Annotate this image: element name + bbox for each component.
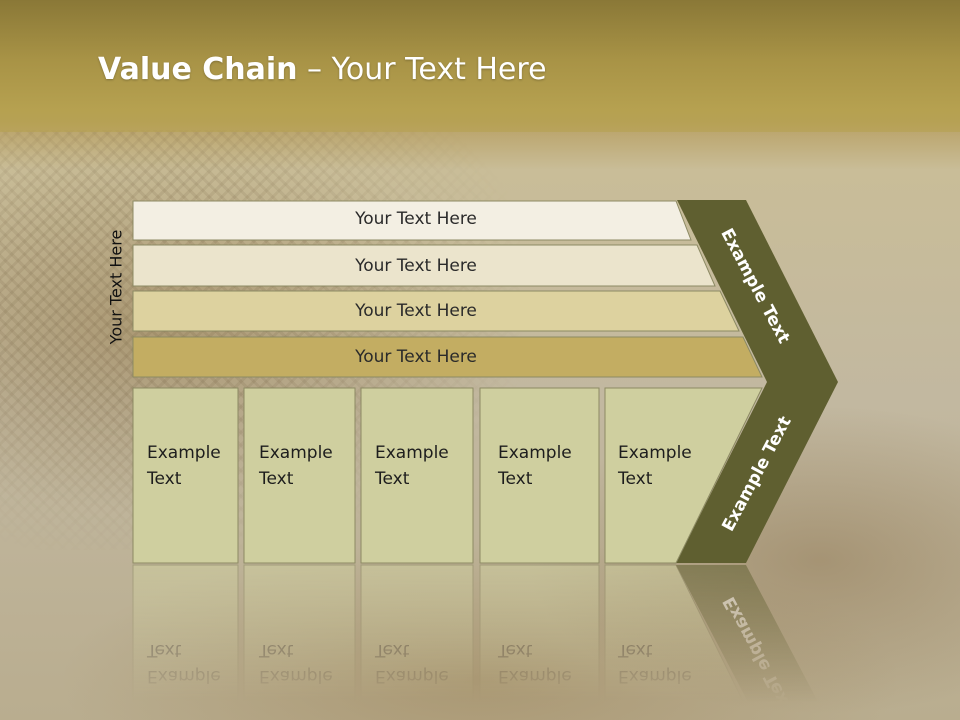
column-box-5 <box>604 387 763 564</box>
diagram-reflection: Example Text Example Text Example Text E… <box>132 564 828 720</box>
column-label-3-line2: Text <box>374 469 410 489</box>
row-band-3 <box>132 290 740 332</box>
column-box-4 <box>479 387 600 564</box>
row-band-4 <box>132 336 763 378</box>
reflection-text: Example <box>259 666 333 686</box>
column-box-1 <box>132 387 239 564</box>
title-bold: Value Chain <box>98 52 298 87</box>
reflection-text: Text <box>258 640 294 660</box>
slide-title: Value Chain – Your Text Here <box>98 52 547 87</box>
reflection-text: Example <box>375 666 449 686</box>
arrow-upper-segment <box>677 200 838 382</box>
column-label-2-line2: Text <box>258 469 294 489</box>
column-label-5-line1: Example <box>618 443 692 463</box>
row-label-3: Your Text Here <box>354 301 477 321</box>
arrow-lower-segment <box>676 382 838 563</box>
row-band-2 <box>132 244 716 287</box>
reflection-text: Text <box>374 640 410 660</box>
column-label-2-line1: Example <box>259 443 333 463</box>
title-bar <box>0 0 960 132</box>
column-label-4-line1: Example <box>498 443 572 463</box>
column-label-5-line2: Text <box>617 469 653 489</box>
reflection-text: Example <box>618 666 692 686</box>
column-box-3 <box>360 387 474 564</box>
row-label-4: Your Text Here <box>354 347 477 367</box>
row-band-1 <box>132 200 692 241</box>
title-rest: – Your Text Here <box>297 52 547 87</box>
reflection-text: Example <box>498 666 572 686</box>
row-label-1: Your Text Here <box>354 209 477 229</box>
column-label-1-line1: Example <box>147 443 221 463</box>
column-box-2 <box>243 387 356 564</box>
reflection-text: Example <box>147 666 221 686</box>
row-label-2: Your Text Here <box>354 256 477 276</box>
column-label-1-line2: Text <box>146 469 182 489</box>
column-label-3-line1: Example <box>375 443 449 463</box>
reflection-text: Text <box>146 640 182 660</box>
reflection-text: Text <box>617 640 653 660</box>
reflection-text: Text <box>497 640 533 660</box>
column-label-4-line2: Text <box>497 469 533 489</box>
